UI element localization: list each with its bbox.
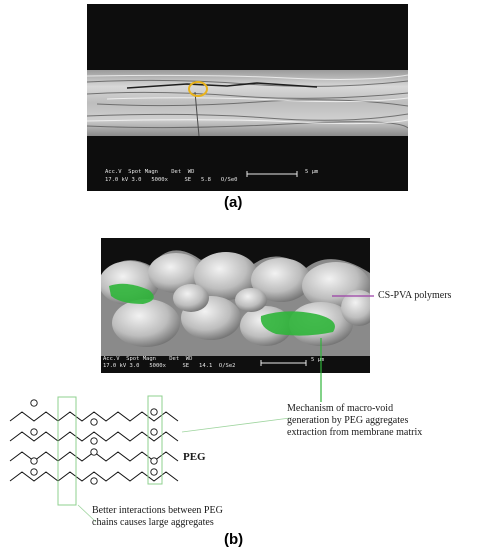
peg-chain [9,411,179,422]
sem-image-b-graphic [99,250,377,373]
sem-info-header: Acc.V Spot Magn Det WD [105,169,195,175]
mechanism-label: Mechanism of macro-void generation by PE… [287,403,423,438]
scale-label: 5 μm [305,169,319,175]
highlight-ring [188,81,208,97]
sem-info-values: 17.0 kV 3.0 5000x SE 14.1 O/Se2 [103,363,236,369]
panel-label-a: (a) [224,194,243,211]
peg-label: PEG [183,451,206,463]
peg-chain [9,431,179,442]
peg-aggregate-right [260,311,335,336]
panel-label-b: (b) [224,531,244,548]
sem-info-values: 17.0 kV 3.0 5000x SE 5.8 O/Se0 [105,177,238,183]
interaction-bracket-right [147,395,163,485]
polymer-label: CS-PVA polymers [378,290,452,301]
interaction-bracket-left [57,396,77,506]
sem-image-b: Acc.V Spot Magn Det WD 17.0 kV 3.0 5000x… [99,238,377,373]
sem-info-header: Acc.V Spot Magn Det WD [103,356,193,362]
connector-line [181,417,291,433]
oxygen-atoms [30,399,158,485]
sem-image-a-graphic [86,70,409,177]
interaction-label: Better interactions between PEG chains c… [92,505,223,528]
peg-aggregate-left [109,283,154,304]
peg-chain [9,471,179,482]
sem-image-a: Acc.V Spot Magn Det WD 17.0 kV 3.0 5000x… [86,4,409,191]
